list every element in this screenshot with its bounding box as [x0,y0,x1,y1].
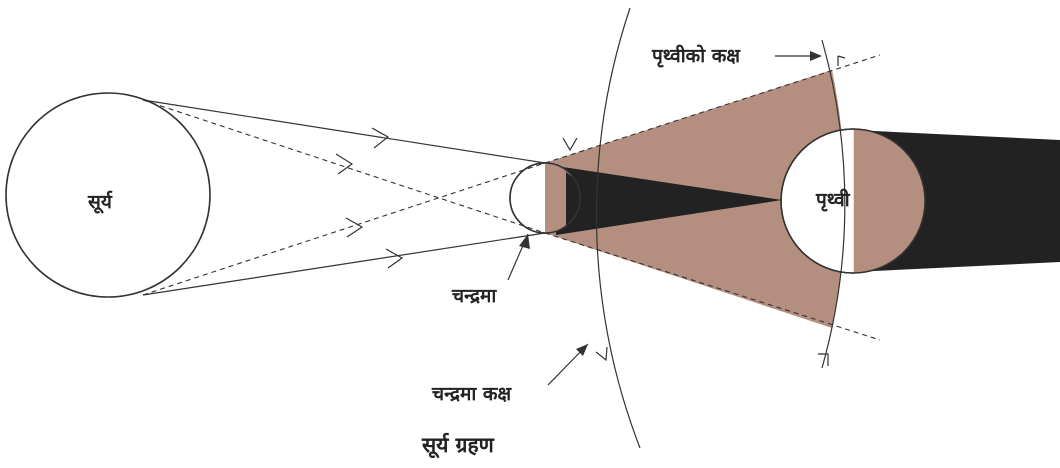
earth-label: पृथ्वी [815,188,851,212]
ray-top-solid [143,100,545,163]
earth-orbit-label-pointer-head [810,51,822,61]
ray-arrow-2 [336,154,352,174]
sun-label: सूर्य [87,190,113,214]
moon-orbit-label: चन्द्रमा कक्ष [431,383,513,405]
moon-orbit-arrow-top [563,138,577,150]
earth-orbit-label: पृथ्वीको कक्ष [651,44,741,68]
diagram-caption: सूर्य ग्रहण [421,432,495,459]
ray-arrow-4 [386,249,402,268]
moon-orbit-arrow-bottom [596,347,607,360]
earth-orbit-tick-top [838,56,845,66]
moon-label: चन्द्रमा [451,285,497,307]
